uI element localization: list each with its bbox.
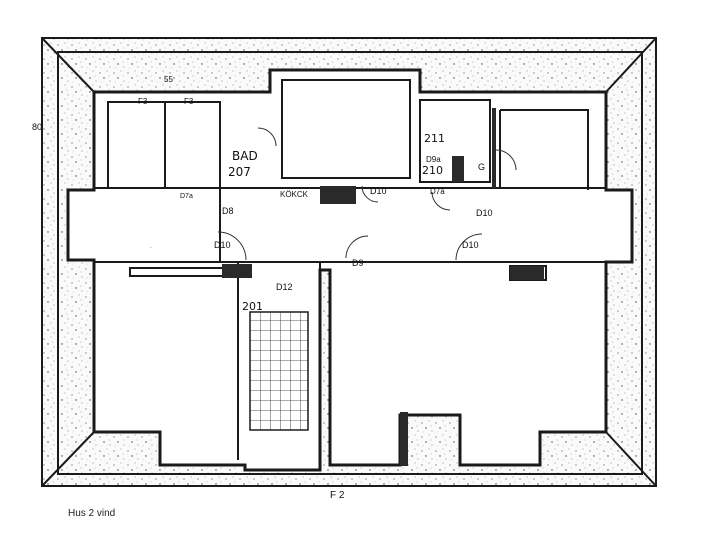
label-door-d9a: D9a: [426, 155, 441, 164]
label-room-207: 207: [228, 165, 251, 179]
label-door-d12: D12: [276, 282, 293, 292]
masonry-blocks: [222, 108, 544, 466]
label-room-211: 211: [424, 132, 445, 145]
label-dim-80: 80: [32, 122, 42, 132]
floor-plan: BAD 207 211 210 201 KÖKCK D10 D10 D10 D1…: [32, 37, 657, 500]
label-dim-55: 55: [164, 75, 173, 84]
label-door-d10-4: D10: [476, 208, 493, 218]
label-door-d10-3: D10: [462, 240, 479, 250]
label-door-d8: D8: [222, 206, 234, 216]
label-door-d9: D9: [352, 258, 364, 268]
label-f3-2: F3: [184, 97, 194, 106]
caption: Hus 2 vind: [68, 508, 116, 519]
label-door-d10-1: D10: [214, 240, 231, 250]
label-door-d10-5: D10: [150, 247, 152, 249]
label-bad: BAD: [232, 149, 258, 163]
label-kitchen: KÖKCK: [280, 190, 309, 199]
label-door-d7a: D7a: [430, 187, 445, 196]
label-room-210: 210: [422, 164, 443, 177]
label-door-d7a-2: D7a: [180, 193, 193, 200]
label-f3-1: F3: [138, 97, 148, 106]
interior-walls: [66, 68, 634, 472]
stairwell: [249, 311, 309, 431]
label-room-201: 201: [242, 300, 263, 313]
label-g: G: [478, 162, 485, 172]
room-labels: BAD 207 211 210 201 KÖKCK D10 D10 D10 D1…: [32, 75, 493, 500]
label-door-d10-2: D10: [370, 186, 387, 196]
label-f2: F 2: [330, 490, 345, 500]
door-swings: [217, 127, 517, 261]
